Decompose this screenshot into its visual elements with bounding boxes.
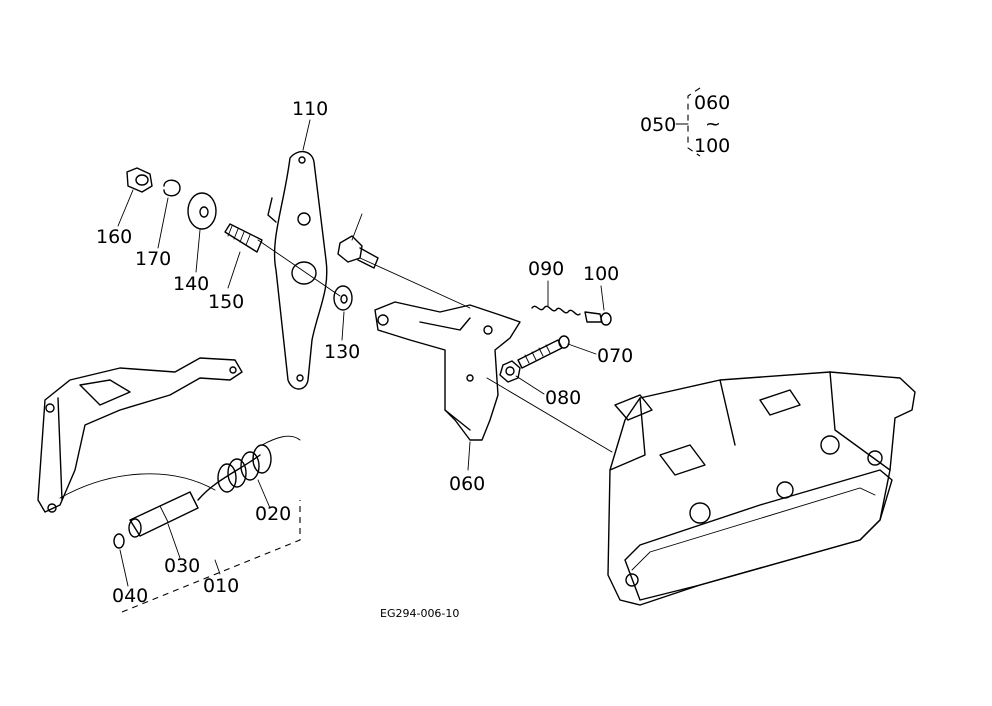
long-bolt-part [517,335,570,369]
drawing-code: EG294-006-10 [380,607,459,620]
callout-090: 090 [528,258,564,280]
callout-labels: 110 160 170 140 150 130 090 100 070 080 … [96,92,730,620]
callout-080: 080 [545,387,581,409]
nut-part [126,167,153,193]
assembly-050-bracket [675,87,701,157]
pedal-bracket [37,357,243,513]
assembly-to: 100 [694,135,730,157]
callout-060: 060 [449,473,485,495]
snap-ring-part [113,533,125,549]
callout-010: 010 [203,575,239,597]
group-010-outline [121,500,301,613]
stud-bolt-part [224,223,263,253]
pin-part [128,491,199,538]
assembly-tilde: ~ [705,113,721,135]
spring-small-part [531,305,581,316]
link-rod [197,454,261,501]
assembly-from: 060 [694,92,730,114]
callout-120: 130 [324,341,360,363]
callout-070: 070 [597,345,633,367]
washer-small-part [333,285,353,311]
callout-110: 110 [292,98,328,120]
callout-100: 100 [583,263,619,285]
callout-160: 170 [135,248,171,270]
plate-part [267,151,328,390]
assembly-leader-lines [257,239,613,453]
callout-050: 050 [640,114,676,136]
callout-130: 140 [173,273,209,295]
nut-small-part [499,360,521,383]
lock-washer-part [163,179,181,197]
callout-030: 030 [164,555,200,577]
callout-040: 040 [112,585,148,607]
bracket-part [374,301,521,441]
bolt-part [337,235,379,269]
callout-020: 020 [255,503,291,525]
callout-leaders [117,119,605,587]
washer-part [187,192,217,230]
spring-part [217,435,301,493]
engine-housing [607,371,916,606]
callout-150: 160 [96,226,132,248]
bolt-small-part [584,311,612,326]
callout-140: 150 [208,291,244,313]
